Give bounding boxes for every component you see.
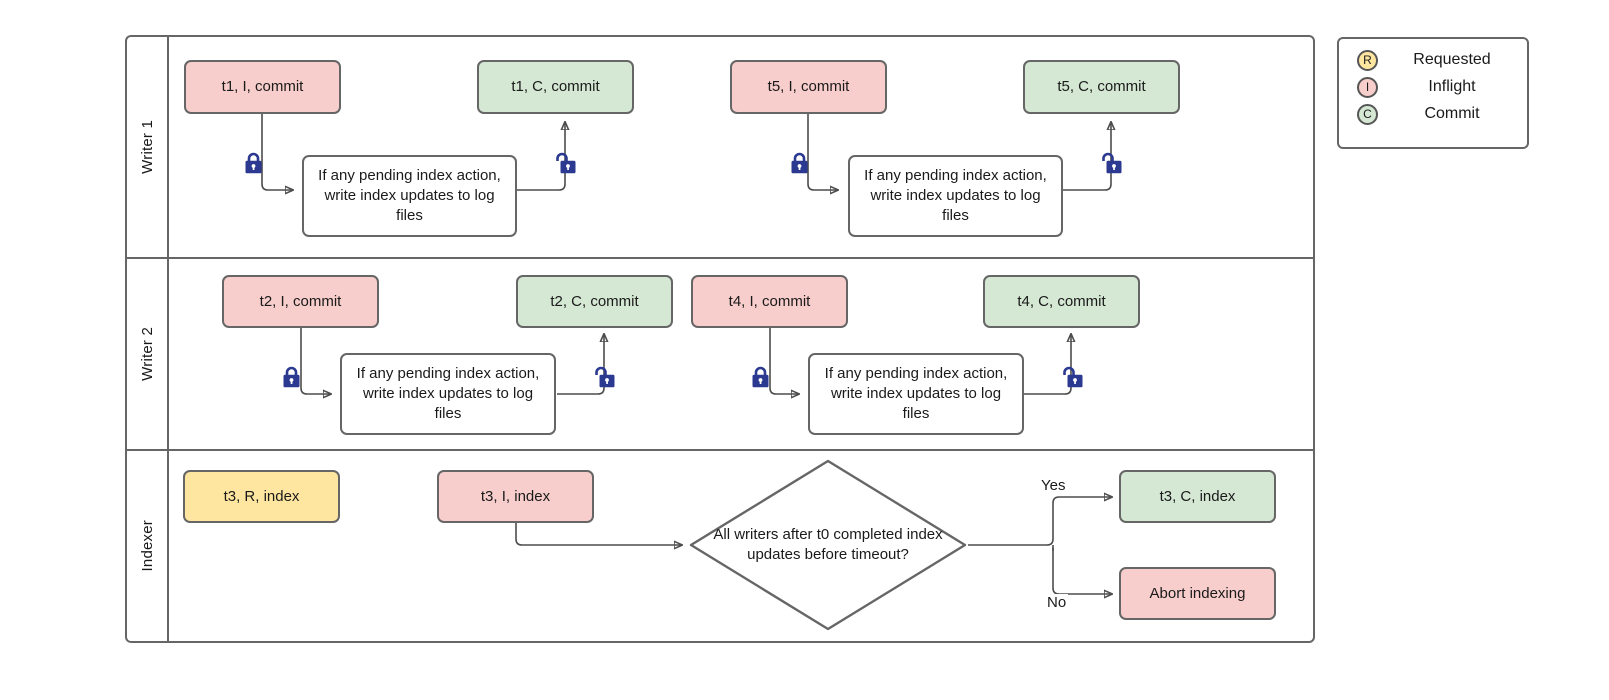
node-ix-t3-requested[interactable]: t3, R, index	[183, 470, 340, 523]
node-w2-t2-inflight[interactable]: t2, I, commit	[222, 275, 379, 328]
node-ix-abort[interactable]: Abort indexing	[1119, 567, 1276, 620]
legend-label-inflight: Inflight	[1428, 78, 1476, 95]
swimlane-indexer: Indexer	[127, 451, 1313, 641]
badge-requested-icon: R	[1357, 49, 1378, 71]
lock-open-icon	[555, 152, 576, 175]
node-ix-decision[interactable]: All writers after t0 completed index upd…	[688, 458, 968, 632]
legend-label-commit: Commit	[1424, 105, 1480, 122]
swimlane-writer2: Writer 2	[127, 259, 1313, 451]
lane-title-indexer: Indexer	[138, 520, 156, 572]
node-w2-process-a[interactable]: If any pending index action, write index…	[340, 353, 556, 435]
lock-closed-icon	[281, 366, 302, 389]
node-w1-t5-inflight[interactable]: t5, I, commit	[730, 60, 887, 114]
node-w1-t1-inflight[interactable]: t1, I, commit	[184, 60, 341, 114]
node-w1-t5-commit[interactable]: t5, C, commit	[1023, 60, 1180, 114]
lane-header-writer2: Writer 2	[127, 259, 169, 449]
node-w1-process-a[interactable]: If any pending index action, write index…	[302, 155, 517, 237]
lane-header-writer1: Writer 1	[127, 37, 169, 257]
node-w1-t1-commit[interactable]: t1, C, commit	[477, 60, 634, 114]
lock-closed-icon	[243, 152, 264, 175]
legend-item-commit: C Commit	[1357, 101, 1527, 127]
legend-item-requested: R Requested	[1357, 47, 1527, 73]
node-w1-process-b[interactable]: If any pending index action, write index…	[848, 155, 1063, 237]
lane-title-writer2: Writer 2	[138, 327, 156, 381]
node-w2-t2-commit[interactable]: t2, C, commit	[516, 275, 673, 328]
node-w2-t4-inflight[interactable]: t4, I, commit	[691, 275, 848, 328]
lock-closed-icon	[750, 366, 771, 389]
edge-label-no: No	[1045, 594, 1069, 611]
badge-commit-icon: C	[1357, 103, 1378, 125]
node-w2-t4-commit[interactable]: t4, C, commit	[983, 275, 1140, 328]
lock-open-icon	[1062, 366, 1083, 389]
edge-label-yes: Yes	[1039, 477, 1068, 494]
lock-open-icon	[1101, 152, 1122, 175]
badge-inflight-icon: I	[1357, 76, 1378, 98]
node-w2-process-b[interactable]: If any pending index action, write index…	[808, 353, 1024, 435]
lock-closed-icon	[789, 152, 810, 175]
node-ix-t3-commit[interactable]: t3, C, index	[1119, 470, 1276, 523]
lock-open-icon	[594, 366, 615, 389]
lane-header-indexer: Indexer	[127, 451, 169, 641]
lane-title-writer1: Writer 1	[138, 120, 156, 174]
node-ix-t3-inflight[interactable]: t3, I, index	[437, 470, 594, 523]
swimlane-writer1: Writer 1	[127, 37, 1313, 259]
legend-panel: R Requested I Inflight C Commit	[1337, 37, 1529, 149]
legend-item-inflight: I Inflight	[1357, 74, 1527, 100]
legend-label-requested: Requested	[1413, 51, 1491, 68]
